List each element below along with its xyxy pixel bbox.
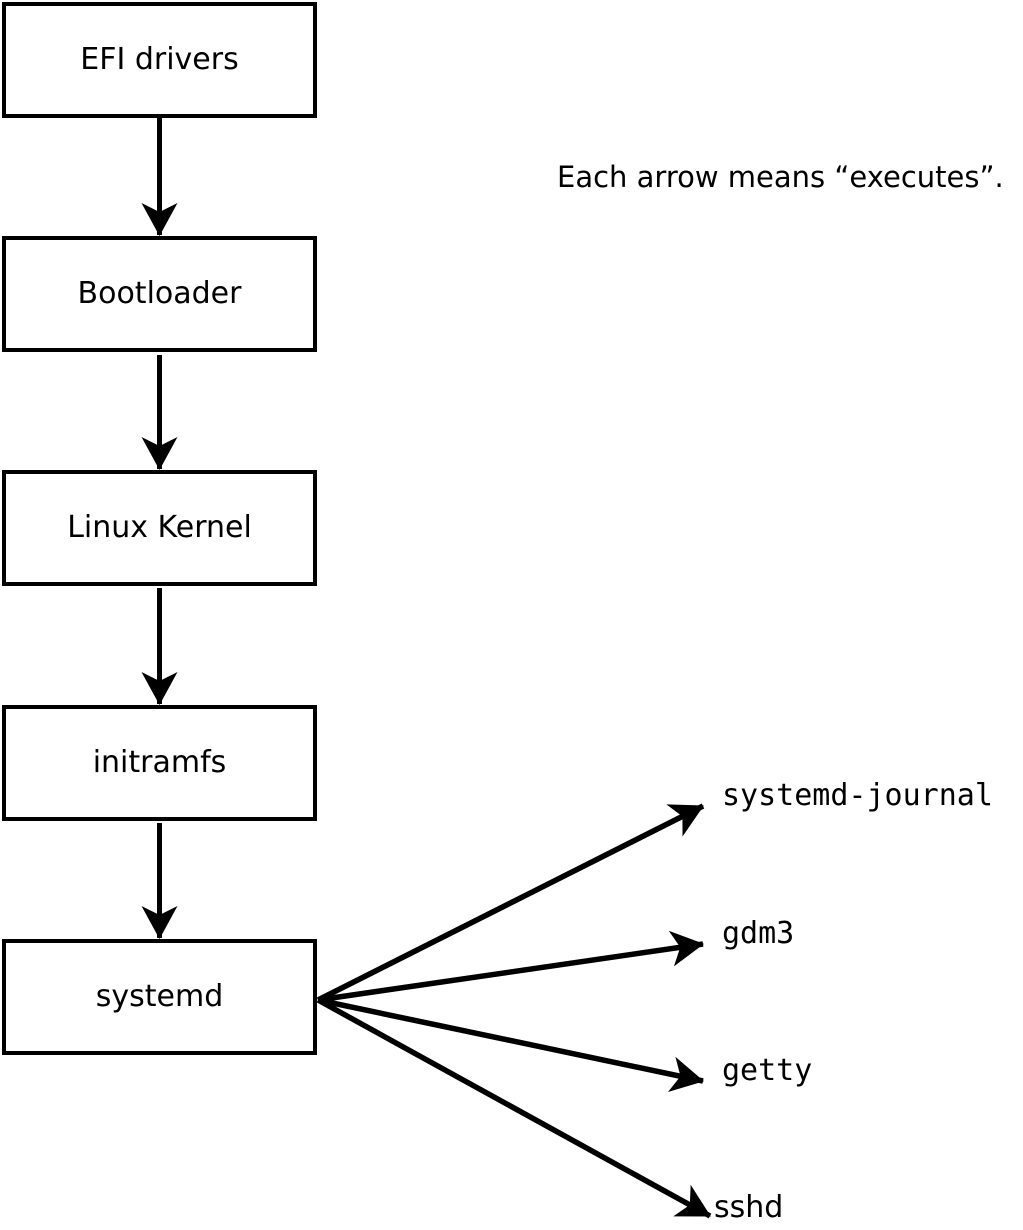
node-bootloader: Bootloader	[2, 236, 317, 352]
legend-note: Each arrow means “executes”.	[557, 160, 1004, 194]
proc-label-getty: getty	[722, 1053, 813, 1088]
node-linux-kernel-label: Linux Kernel	[67, 510, 252, 545]
node-initramfs: initramfs	[2, 705, 317, 821]
node-systemd-label: systemd	[95, 979, 224, 1014]
node-efi-drivers-label: EFI drivers	[80, 42, 239, 77]
node-initramfs-label: initramfs	[92, 745, 227, 780]
arrow-systemd-to-journal	[316, 803, 705, 1003]
arrow-systemd-to-sshd	[316, 997, 712, 1219]
proc-label-gdm3: gdm3	[722, 916, 795, 951]
proc-label-sshd: sshd	[714, 1190, 784, 1225]
node-linux-kernel: Linux Kernel	[2, 470, 317, 586]
proc-label-systemd-journal: systemd-journal	[722, 778, 993, 813]
arrow-systemd-to-getty	[317, 997, 704, 1093]
node-systemd: systemd	[2, 939, 317, 1055]
arrow-systemd-to-gdm3	[317, 930, 704, 1003]
node-bootloader-label: Bootloader	[77, 276, 242, 311]
node-efi-drivers: EFI drivers	[2, 2, 317, 118]
